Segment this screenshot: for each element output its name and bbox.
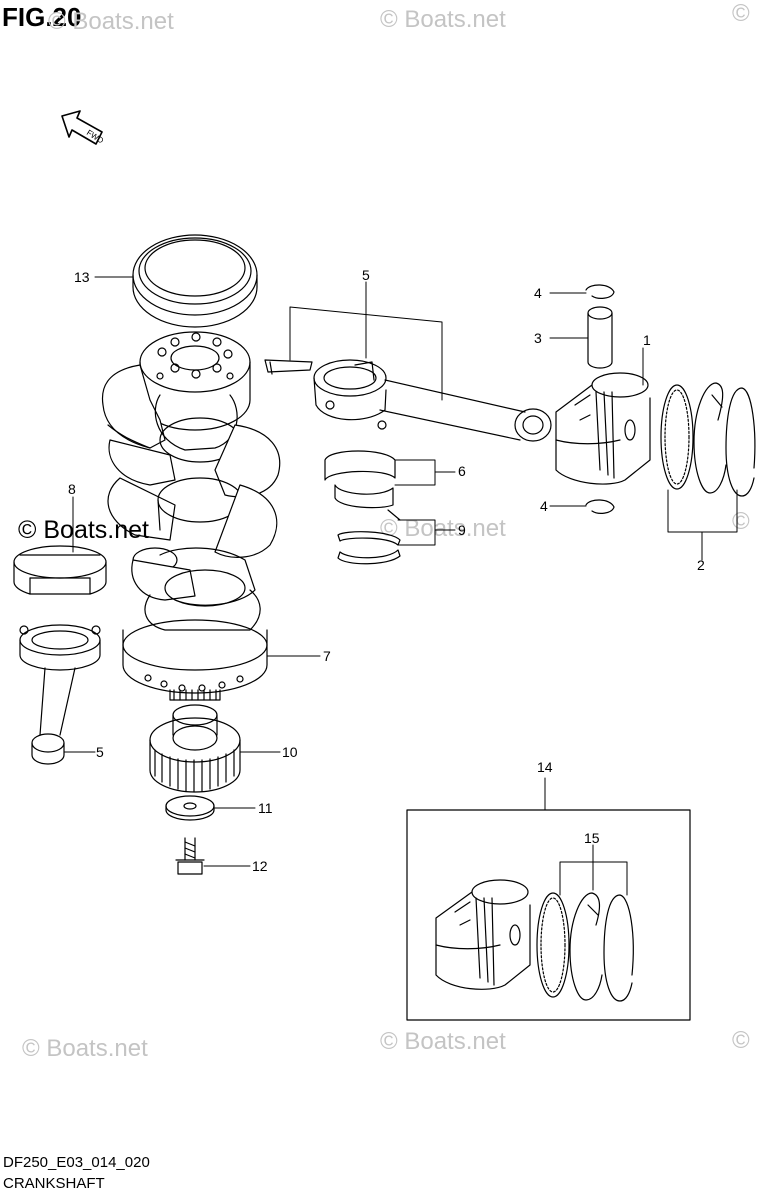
callout-4: 4	[534, 285, 542, 301]
callout-11: 11	[258, 800, 273, 816]
piston-rings-part	[660, 382, 756, 497]
piston-kit-part	[435, 879, 531, 990]
figure-title: FIG.20	[2, 2, 82, 32]
watermark-symbol: ©	[732, 1027, 750, 1054]
callout-13: 13	[74, 269, 90, 285]
kit-box	[406, 809, 691, 1021]
callout-3: 3	[534, 330, 542, 346]
watermark: © Boats.net	[48, 8, 174, 35]
diagram-code: DF250_E03_014_020	[3, 1154, 150, 1171]
piston-part	[555, 372, 651, 485]
callout-1: 1	[643, 332, 651, 348]
bolt-part	[175, 837, 205, 875]
diagram-caption: CRANKSHAFT	[3, 1175, 105, 1192]
watermark: © Boats.net	[22, 1035, 148, 1062]
watermark-symbol: ©	[732, 0, 750, 27]
callout-5: 5	[96, 744, 104, 760]
oil-seal-part	[132, 234, 258, 328]
thrust-washer-part	[337, 509, 401, 565]
piston-rings-kit-part	[536, 892, 634, 1002]
washer-part	[165, 795, 215, 821]
bearing-shell-part	[13, 545, 107, 595]
callout-2: 2	[697, 557, 705, 573]
leader-lines	[63, 276, 738, 896]
callout-12: 12	[252, 858, 268, 874]
crankshaft-part	[101, 331, 281, 701]
watermark: © Boats.net	[380, 1028, 506, 1055]
watermark: © Boats.net	[18, 516, 149, 544]
crank-gear-part	[149, 704, 241, 793]
connecting-rod-part	[19, 624, 101, 765]
callout-14: 14	[537, 759, 553, 775]
watermark: © Boats.net	[380, 6, 506, 33]
callout-9: 9	[458, 522, 466, 538]
fwd-arrow-icon: FWD	[61, 110, 105, 145]
watermark-symbol: ©	[732, 508, 750, 535]
callout-4: 4	[540, 498, 548, 514]
piston-pin-part	[587, 306, 613, 369]
callout-10: 10	[282, 744, 298, 760]
callout-7: 7	[323, 648, 331, 664]
circlip-part	[585, 284, 615, 514]
callout-8: 8	[68, 481, 76, 497]
callout-6: 6	[458, 463, 466, 479]
bearing-halves-part	[324, 450, 396, 509]
callout-15: 15	[584, 830, 600, 846]
connecting-rod-part	[264, 359, 552, 442]
callout-5: 5	[362, 267, 370, 283]
